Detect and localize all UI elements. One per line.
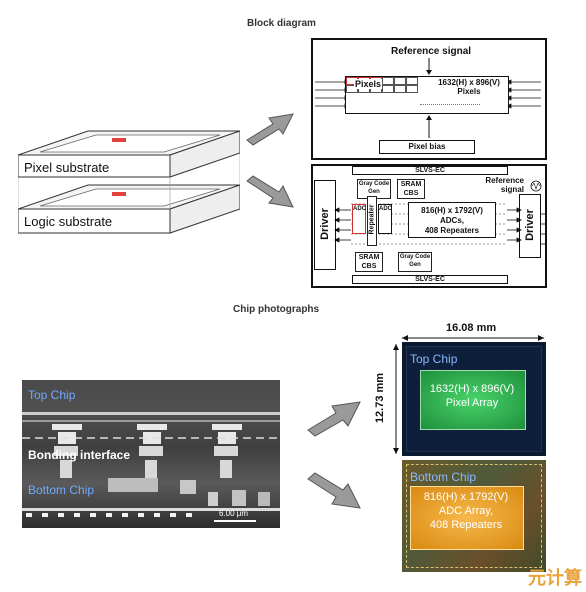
die-width-dimension <box>402 335 544 341</box>
pixel-bias-block <box>379 140 475 154</box>
adc-array-label: 816(H) x 1792(V) ADCs, 408 Repeaters <box>408 206 496 236</box>
die-height-label: 12.73 mm <box>374 372 386 424</box>
die-height-dimension <box>393 344 399 454</box>
adc-array-rep-die: 408 Repeaters <box>429 519 503 531</box>
die-width-label: 16.08 mm <box>446 322 497 334</box>
die-bottom-chip-label: Bottom Chip <box>410 470 477 484</box>
gray-code-gen-bottom <box>398 252 432 272</box>
adc-array-text: 816(H) x 1792(V) ADC Array, 408 Repeater… <box>410 490 522 532</box>
adc-left-block <box>352 204 366 234</box>
scale-bar-label: 6.00 μm <box>219 509 249 518</box>
adc-array-region <box>410 486 524 550</box>
pixels-label: Pixels <box>354 79 383 89</box>
arrow-up-right-icon <box>246 113 294 146</box>
sram-cbs-top <box>397 179 425 199</box>
gray-code-gen-top-label: Gray Code Gen <box>358 181 390 195</box>
reference-signal-label: Reference signal <box>391 46 472 57</box>
adc-left-label: ADC <box>353 206 366 212</box>
cross-section-top-chip-label: Top Chip <box>28 388 76 402</box>
pixel-array-region <box>420 370 526 430</box>
pixel-array-dashes <box>420 104 480 105</box>
pixel-resolution-label: 1632(H) x 896(V) Pixels <box>434 78 504 96</box>
logic-substrate-label: Logic substrate <box>24 214 113 229</box>
sram-cbs-bottom <box>355 252 383 272</box>
block-diagram-title: Block diagram <box>247 18 316 29</box>
substrate-stack <box>18 130 240 234</box>
bonding-interface-label: Bonding interface <box>28 448 131 462</box>
slvs-ec-bottom-label: SLVS-EC <box>415 276 445 283</box>
adc-array-repeaters: 408 Repeaters <box>424 226 480 235</box>
pixel-array-name: Pixel Array <box>445 397 499 409</box>
repeater-block <box>367 196 377 246</box>
pixel-array-res: 1632(H) x 896(V) <box>429 383 515 395</box>
adc-array-adcs: ADCs, <box>439 216 464 225</box>
cross-section-photo <box>22 380 280 528</box>
cross-section-bottom-chip-label: Bottom Chip <box>28 483 95 497</box>
chip-photographs-title: Chip photographs <box>233 304 320 315</box>
reference-signal-right-1: Reference <box>485 176 524 185</box>
sram-cbs-bottom-label: SRAM CBS <box>358 254 380 270</box>
pixel-substrate-label: Pixel substrate <box>24 160 110 175</box>
driver-left-block <box>314 180 336 270</box>
cross-section-structures <box>22 412 280 522</box>
pixel-substrate-slab <box>18 130 240 178</box>
slvs-ec-top-label: SLVS-EC <box>415 167 445 174</box>
arrow-down-right-icon <box>246 175 294 208</box>
pixel-bias-label: Pixel bias <box>408 142 446 151</box>
slvs-ec-top <box>352 166 508 175</box>
sram-cbs-top-label: SRAM CBS <box>400 181 422 197</box>
adc-array-res-die: 816(H) x 1792(V) <box>423 491 509 503</box>
arrow-up-right-photo-icon <box>307 401 361 437</box>
adc-mid-label: ADC <box>379 206 392 212</box>
repeater-label: Repeater <box>368 204 376 235</box>
pixel-resolution-value: 1632(H) x 896(V) <box>438 78 500 87</box>
slvs-ec-bottom <box>352 275 508 284</box>
pixel-array-text: 1632(H) x 896(V) Pixel Array <box>420 382 524 410</box>
reference-signal-right-label: Reference signal <box>478 176 524 194</box>
adc-array-block <box>408 202 496 238</box>
logic-substrate-slab <box>18 184 240 234</box>
die-top-chip-label: Top Chip <box>410 352 458 366</box>
adc-array-res: 816(H) x 1792(V) <box>421 206 483 215</box>
reference-signal-right-2: signal <box>500 185 524 194</box>
adc-array-name-die: ADC Array, <box>438 505 494 517</box>
bottom-die-border <box>406 464 542 568</box>
pixel-resolution-sub: Pixels <box>457 87 481 96</box>
arrow-down-right-photo-icon <box>307 472 361 509</box>
watermark-logo: 元计算 <box>528 568 582 588</box>
driver-right-block <box>519 194 541 258</box>
adc-mid-block <box>378 204 392 234</box>
gray-code-gen-bottom-label: Gray Code Gen <box>399 254 431 268</box>
